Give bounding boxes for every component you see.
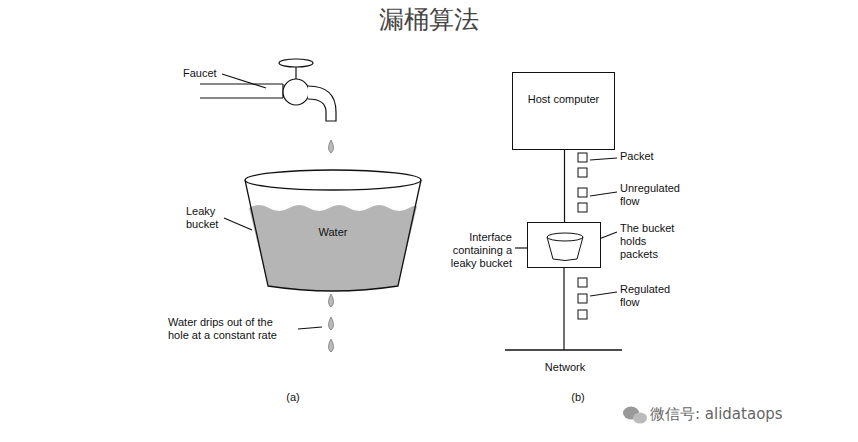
callout-label: Faucet	[183, 67, 217, 80]
leader-line	[590, 192, 617, 196]
node-label: Host computer	[519, 93, 608, 106]
leader-line	[224, 218, 252, 230]
node-label: Water	[243, 226, 423, 239]
leaky-bucket: Water	[243, 168, 423, 294]
callout-label: Network	[545, 361, 585, 374]
pipe-line	[200, 83, 283, 84]
water-drop	[329, 317, 334, 330]
packet-square	[578, 168, 587, 177]
faucet-body	[283, 79, 309, 105]
network-line	[505, 349, 622, 351]
callout-label: (a)	[286, 391, 299, 404]
callout-label: Unregulated flow	[620, 182, 690, 208]
callout-label: (b)	[571, 391, 584, 404]
leader-line	[222, 74, 266, 88]
title: 漏桶算法	[379, 4, 479, 36]
interface-box: Interface containing a leaky bucket	[527, 222, 601, 268]
packet-square	[578, 278, 587, 287]
flow-connector	[564, 150, 565, 222]
packet-square	[578, 310, 587, 319]
pipe-line	[200, 97, 283, 98]
watermark: 微信号: alidataops	[650, 405, 783, 423]
node-label: Interface containing a leaky bucket	[432, 231, 512, 270]
water-drop	[329, 339, 334, 352]
packet-square	[578, 153, 587, 162]
faucet-handle	[279, 59, 313, 67]
callout-label: The bucket holds packets	[620, 222, 686, 261]
water-drop	[329, 294, 334, 307]
leader-line	[515, 247, 527, 248]
callout-label: Regulated flow	[620, 283, 680, 309]
callout-label: Packet	[620, 150, 654, 163]
packet-square	[578, 294, 587, 303]
packet-square	[578, 203, 587, 212]
faucet-stem	[295, 66, 296, 79]
faucet-spout	[308, 86, 336, 121]
flow-line	[563, 268, 564, 350]
water-drop	[329, 140, 334, 153]
host-box: Host computer	[512, 72, 615, 150]
packet-square	[578, 188, 587, 197]
small-bucket	[528, 223, 600, 267]
leader-line	[590, 292, 617, 296]
callout-label: Leaky bucket	[186, 205, 226, 231]
wechat-icon	[623, 407, 647, 424]
callout-label: Water drips out of the hole at a constan…	[168, 316, 296, 342]
leader-line	[298, 327, 322, 329]
leader-line	[590, 158, 617, 160]
